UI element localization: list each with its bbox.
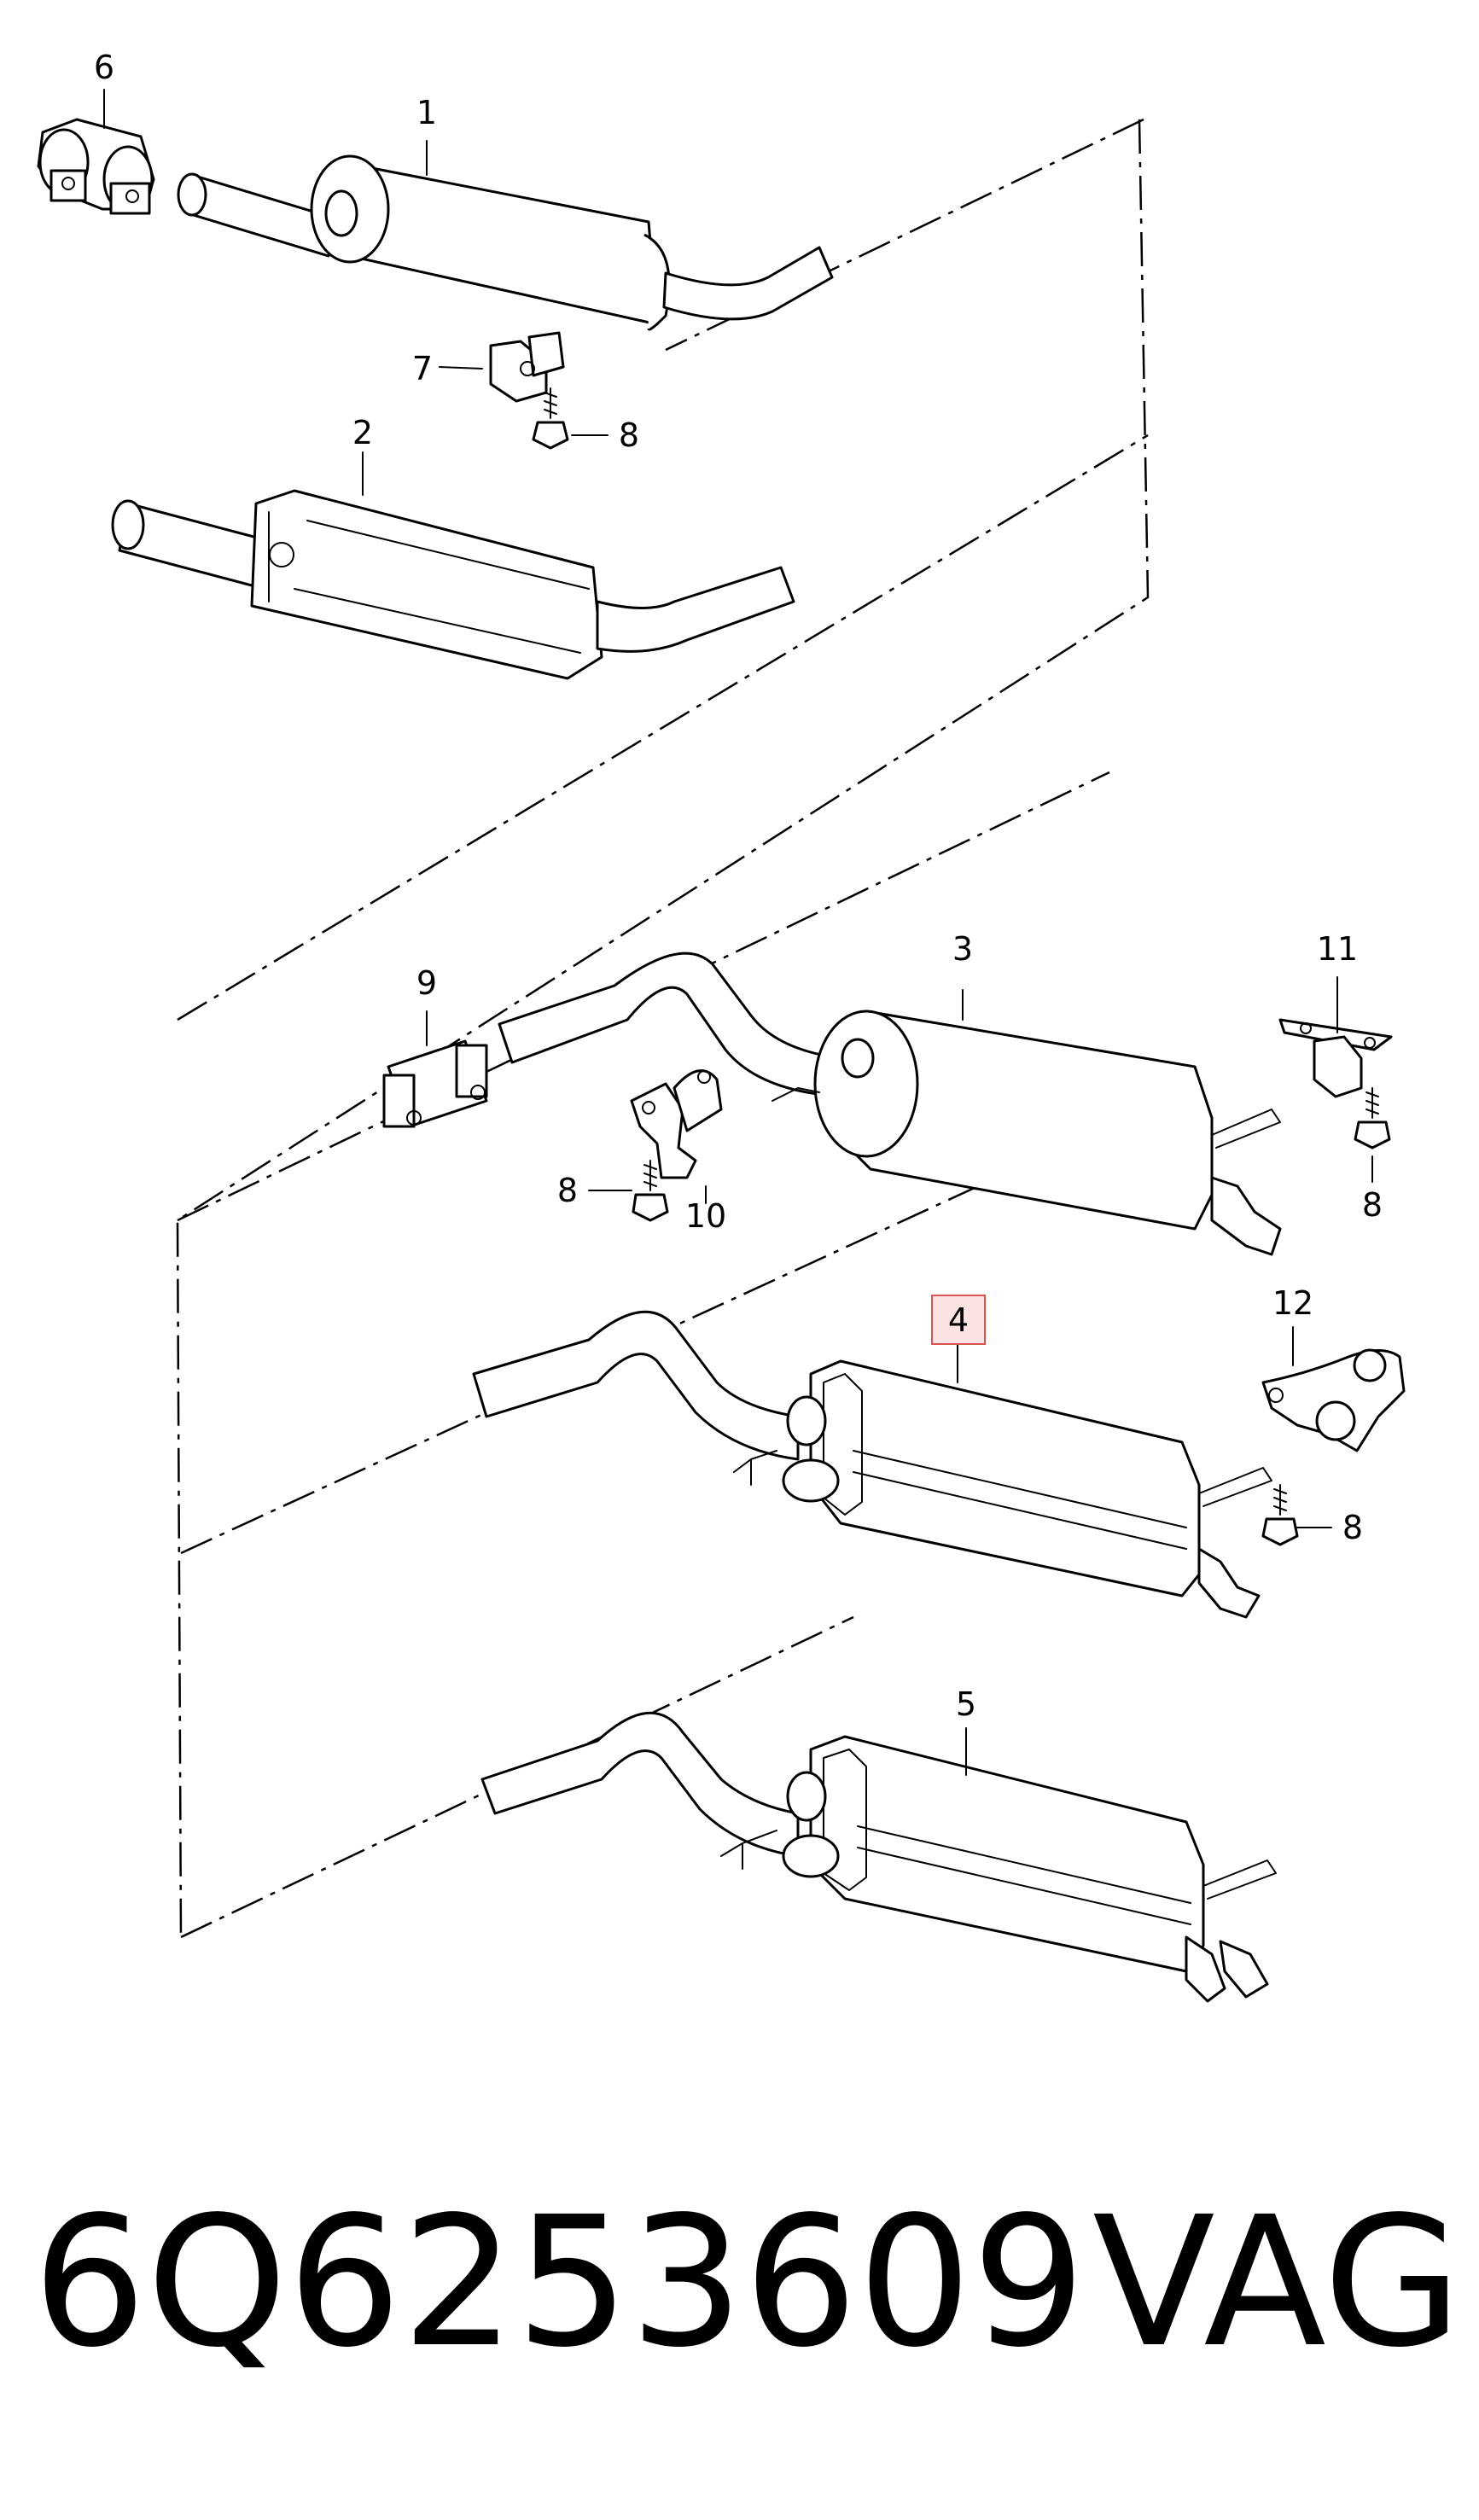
part-4-rear-silencer	[472, 1310, 1272, 1619]
part-number-caption: 6Q6253609	[32, 2178, 1086, 2387]
callout-11: 11	[1317, 930, 1358, 968]
callout-4: 4	[948, 1301, 969, 1339]
callout-12: 12	[1272, 1284, 1313, 1322]
bolt-8-right-bottom	[1261, 1484, 1299, 1546]
callout-8-top: 8	[619, 416, 639, 454]
brand-caption: VAG	[1092, 2178, 1462, 2387]
callout-8-right-top: 8	[1362, 1186, 1383, 1224]
callout-4-highlight-box	[931, 1295, 986, 1345]
bolt-8-right-top	[1354, 1087, 1391, 1149]
callout-8-middle-left: 8	[557, 1172, 578, 1209]
callout-6: 6	[94, 49, 114, 86]
leader-lines	[103, 89, 1373, 1776]
part-10-rubber-mount	[630, 1069, 723, 1179]
part-2-front-silencer	[111, 489, 795, 680]
part-9-clamp	[382, 1039, 488, 1128]
callout-3: 3	[952, 930, 973, 968]
callout-8-right-bottom: 8	[1342, 1509, 1363, 1546]
part-6-clamp	[37, 118, 155, 215]
callout-2: 2	[352, 414, 373, 451]
callout-10: 10	[685, 1197, 726, 1235]
callout-7: 7	[412, 350, 433, 387]
callout-labels: 6 1 7 8 2 3 11 9 8 10 8 4 12 8 5	[94, 49, 1383, 1723]
part-7-rubber-mount	[489, 331, 565, 403]
part-11-hanger-bracket	[1278, 1018, 1393, 1098]
bolt-8-middle-left	[632, 1160, 669, 1222]
part-12-hanger-bracket	[1261, 1348, 1406, 1452]
part-5-rear-silencer	[480, 1711, 1277, 2003]
callout-1: 1	[416, 94, 437, 131]
part-3-rear-silencer	[498, 952, 1282, 1256]
bolt-8-top	[532, 387, 569, 450]
group-frame	[176, 118, 1150, 1939]
callout-5: 5	[956, 1685, 976, 1723]
callout-9: 9	[416, 964, 437, 1002]
part-1-front-silencer	[177, 154, 834, 331]
